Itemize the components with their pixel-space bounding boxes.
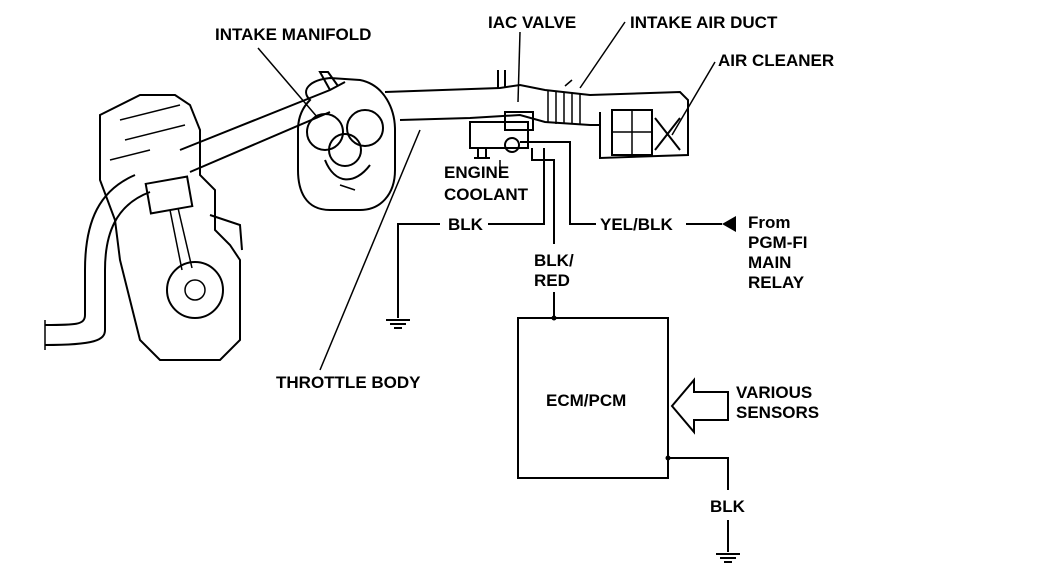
label-from-line4: RELAY xyxy=(748,273,805,292)
label-from-line2: PGM-FI xyxy=(748,233,808,252)
throttle-body xyxy=(297,76,396,211)
label-from-line1: From xyxy=(748,213,791,232)
label-intake-air-duct: INTAKE AIR DUCT xyxy=(630,13,778,32)
wiring xyxy=(386,141,736,329)
intake-air-duct xyxy=(384,70,689,160)
sensors-input-arrow xyxy=(670,377,729,435)
label-various-line2: SENSORS xyxy=(736,403,819,422)
label-iac-valve: IAC VALVE xyxy=(488,13,576,32)
ecm-pcm-box xyxy=(517,317,740,563)
label-blk-ground: BLK xyxy=(710,497,746,516)
engine-block xyxy=(99,94,243,361)
label-yel-blk-wire: YEL/BLK xyxy=(600,215,673,234)
label-blk-red-line1: BLK/ xyxy=(534,251,574,270)
label-blk-red-line2: RED xyxy=(534,271,570,290)
iac-valve xyxy=(469,111,534,159)
air-cleaner xyxy=(611,109,681,156)
label-air-cleaner: AIR CLEANER xyxy=(718,51,834,70)
label-various-line1: VARIOUS xyxy=(736,383,812,402)
label-blk-wire: BLK xyxy=(448,215,484,234)
label-from-line3: MAIN xyxy=(748,253,791,272)
leader-lines xyxy=(257,21,716,371)
label-engine-coolant-line1: ENGINE xyxy=(444,163,509,182)
label-engine-coolant-line2: COOLANT xyxy=(444,185,529,204)
label-throttle-body: THROTTLE BODY xyxy=(276,373,421,392)
label-ecm-pcm: ECM/PCM xyxy=(546,391,626,410)
label-intake-manifold: INTAKE MANIFOLD xyxy=(215,25,371,44)
